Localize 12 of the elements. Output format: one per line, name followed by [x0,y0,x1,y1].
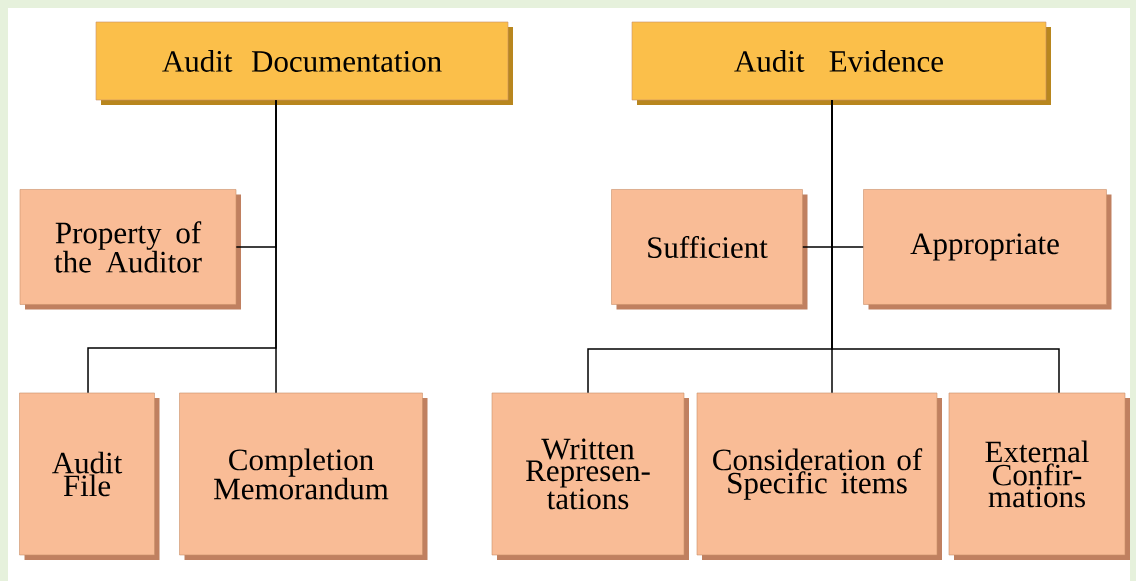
topic-box: Appropriate [863,189,1112,310]
topic-box: External Confir- mations [948,392,1130,560]
topic-box: Consideration of Specific items [696,392,942,560]
topic-box: Sufficient [611,189,808,310]
topic-box: Audit File [19,392,160,560]
topic-box: Property of the Auditor [19,189,241,310]
header-box: Audit Evidence [631,21,1051,105]
topic-box: Written Represen- tations [491,392,689,560]
header-box: Audit Documentation [95,21,513,105]
connector-line [275,99,277,394]
topic-box: Completion Memorandum [179,392,428,560]
connector-line [831,99,1060,394]
